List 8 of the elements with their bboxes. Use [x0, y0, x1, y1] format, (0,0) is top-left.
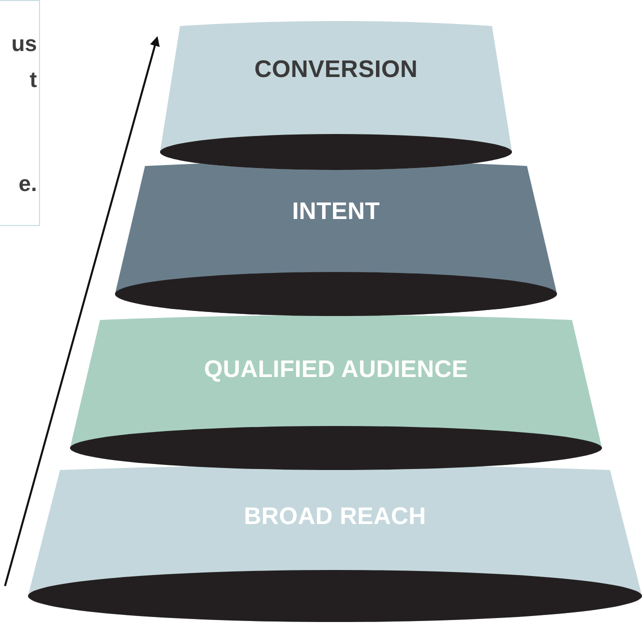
tier-label: INTENT: [291, 198, 381, 226]
note-text: t: [30, 67, 37, 93]
note-text: e.: [18, 171, 37, 197]
tier-label: BROAD REACH: [242, 503, 428, 531]
tier-label: QUALIFIED AUDIENCE: [202, 356, 470, 384]
note-text: us: [11, 31, 37, 57]
note-panel: [0, 0, 40, 226]
tier-label: CONVERSION: [253, 56, 419, 84]
